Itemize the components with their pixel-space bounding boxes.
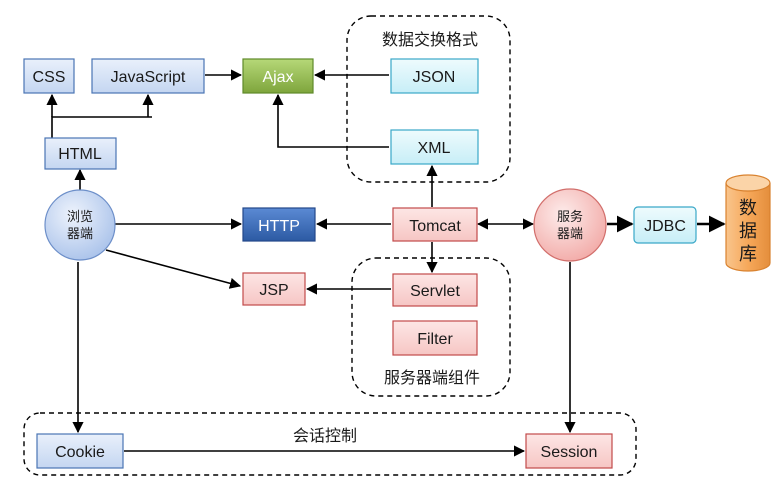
node-javascript: JavaScript (91, 58, 205, 94)
node-jsp-label: JSP (259, 282, 288, 299)
node-servlet: Servlet (392, 273, 478, 307)
node-json-label: JSON (413, 69, 456, 86)
node-database: 数 据 库 (725, 174, 771, 272)
node-database-label-line3: 库 (739, 244, 757, 265)
node-servlet-label: Servlet (410, 283, 460, 300)
edge-xml-to-ajax (272, 93, 389, 148)
node-database-label-line1: 数 (739, 198, 757, 219)
group-frame-data-exchange (346, 15, 511, 183)
group-label-server-components: 服务器端组件 (384, 368, 480, 387)
node-ajax-label: Ajax (262, 69, 293, 86)
group-frame-session-control (23, 412, 637, 476)
node-html: HTML (44, 137, 117, 170)
node-filter-label: Filter (417, 331, 453, 348)
node-xml: XML (390, 129, 479, 165)
node-session-label: Session (541, 444, 598, 461)
node-database-label-line2: 据 (739, 221, 757, 242)
node-javascript-label: JavaScript (111, 69, 186, 86)
node-jdbc-label: JDBC (644, 218, 686, 235)
node-jdbc: JDBC (633, 206, 697, 244)
node-cookie: Cookie (36, 433, 124, 469)
node-http: HTTP (242, 207, 316, 242)
node-filter: Filter (392, 320, 478, 356)
edge-html-junction (51, 116, 152, 138)
node-json: JSON (390, 58, 479, 94)
node-browser-label-line1: 浏览 (67, 209, 93, 225)
node-browser-label-line2: 器端 (67, 227, 93, 242)
node-tomcat-label: Tomcat (409, 218, 461, 235)
node-xml-label: XML (418, 140, 451, 157)
node-cookie-label: Cookie (55, 444, 105, 461)
node-server-label-line2: 器端 (557, 227, 583, 242)
node-tomcat: Tomcat (392, 207, 478, 242)
node-html-label: HTML (58, 146, 102, 163)
node-jsp: JSP (242, 272, 306, 306)
node-session: Session (525, 433, 613, 469)
node-css: CSS (23, 58, 75, 94)
node-server-label-line1: 服务 (557, 209, 583, 225)
edge-browser-to-jsp (105, 249, 242, 289)
group-label-session-control: 会话控制 (293, 426, 357, 445)
group-frame-server-components (351, 257, 511, 397)
node-ajax: Ajax (242, 58, 314, 94)
node-browser: 浏览 器端 (44, 189, 116, 261)
node-css-label: CSS (33, 69, 66, 86)
node-http-label: HTTP (258, 218, 300, 235)
group-label-data-exchange: 数据交换格式 (382, 30, 478, 49)
node-server: 服务 器端 (533, 188, 607, 262)
